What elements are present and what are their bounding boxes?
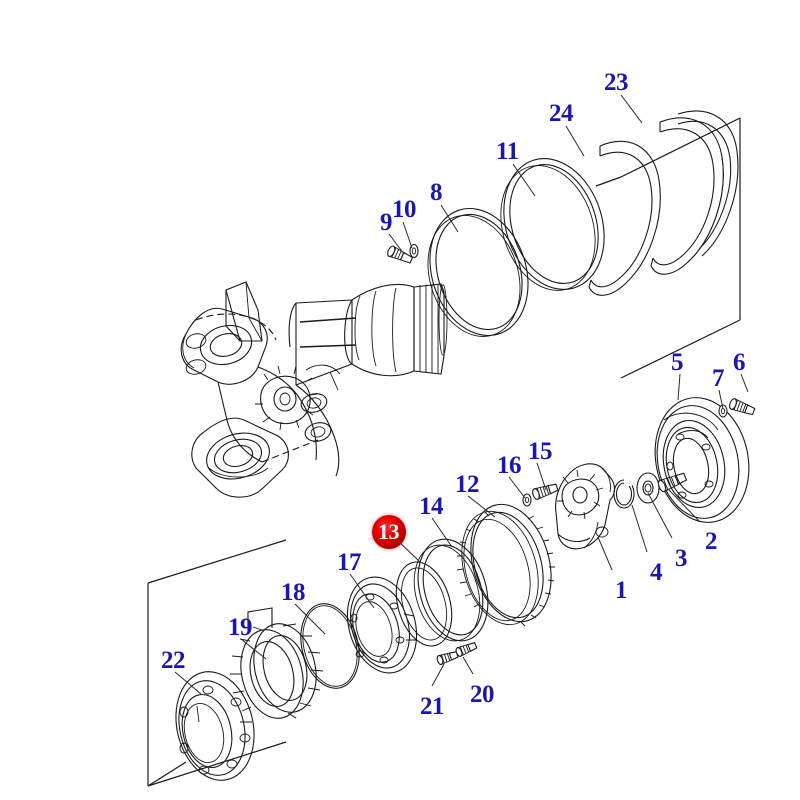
detail-spline-cluster xyxy=(255,365,318,431)
callout-4[interactable]: 4 xyxy=(650,559,663,586)
leader-line-22 xyxy=(174,671,202,695)
leader-line-16 xyxy=(508,476,526,499)
part-12-ring-gear xyxy=(456,503,555,627)
leader-line-19 xyxy=(240,638,267,660)
callout-19[interactable]: 19 xyxy=(228,614,253,641)
part-1-spindle-carrier xyxy=(555,463,616,550)
callout-21[interactable]: 21 xyxy=(420,693,445,720)
callout-17[interactable]: 17 xyxy=(337,549,362,576)
leader-line-5 xyxy=(677,373,681,401)
part-2-bolt xyxy=(657,472,688,493)
part-18-o-ring xyxy=(300,603,360,689)
part-15-bolt xyxy=(532,483,559,500)
leader-line-15 xyxy=(536,462,547,491)
part-23-split-ring xyxy=(650,117,724,275)
callout-1[interactable]: 1 xyxy=(615,577,628,604)
part-19-roller-bearing xyxy=(230,607,324,719)
callout-15[interactable]: 15 xyxy=(528,438,553,465)
part-main-axle-housing xyxy=(180,281,448,498)
part-7-washer xyxy=(718,404,728,418)
leader-line-4 xyxy=(631,504,648,553)
part-24-split-ring xyxy=(588,140,661,296)
part-6-bolt xyxy=(729,398,756,416)
callout-13-highlighted[interactable]: 13 xyxy=(372,515,406,549)
callout-23[interactable]: 23 xyxy=(604,69,629,96)
callout-14[interactable]: 14 xyxy=(419,493,444,520)
callout-22[interactable]: 22 xyxy=(161,647,186,674)
part-11-seal-ring xyxy=(500,158,605,291)
callout-18[interactable]: 18 xyxy=(281,579,306,606)
leader-line-6 xyxy=(740,373,749,393)
leader-line-12 xyxy=(467,495,496,518)
part-16-washer xyxy=(522,493,532,507)
frame-lower-left xyxy=(147,539,287,787)
callout-2[interactable]: 2 xyxy=(705,528,718,555)
callout-6[interactable]: 6 xyxy=(733,349,746,376)
callout-10[interactable]: 10 xyxy=(392,196,417,223)
part-17-bearing-hub xyxy=(346,576,418,674)
part-5-hub-cover xyxy=(654,397,750,523)
callout-12[interactable]: 12 xyxy=(455,471,480,498)
part-8-seal-ring xyxy=(427,207,529,337)
leader-line-14 xyxy=(431,517,453,548)
leader-line-23 xyxy=(620,94,643,124)
part-21-bolt xyxy=(436,651,459,665)
leader-line-8 xyxy=(440,204,459,233)
callout-7[interactable]: 7 xyxy=(712,365,725,392)
leader-line-21 xyxy=(431,663,445,687)
frame-connector-upper xyxy=(595,176,622,187)
part-9-bolt xyxy=(387,245,414,264)
part-22-bearing-cup xyxy=(175,671,255,781)
leader-line-24 xyxy=(565,125,585,157)
leader-line-18 xyxy=(294,603,326,635)
part-23-split-ring-outer xyxy=(677,110,739,257)
callout-16[interactable]: 16 xyxy=(497,452,522,479)
leader-line-2 xyxy=(667,488,701,523)
leader-line-17 xyxy=(349,573,375,609)
callout-11[interactable]: 11 xyxy=(496,138,519,165)
leader-line-1 xyxy=(597,536,613,571)
callout-24[interactable]: 24 xyxy=(549,100,574,127)
leader-line-3 xyxy=(647,492,673,539)
leader-line-11 xyxy=(512,163,536,197)
callout-5[interactable]: 5 xyxy=(671,349,684,376)
part-4-snap-ring xyxy=(613,479,635,509)
part-3-washer xyxy=(636,472,660,504)
frame-upper-right xyxy=(620,117,741,379)
callout-9[interactable]: 9 xyxy=(380,209,393,236)
callout-3[interactable]: 3 xyxy=(675,545,688,572)
callout-20[interactable]: 20 xyxy=(470,681,495,708)
part-20-bolt xyxy=(455,641,478,657)
leader-line-7 xyxy=(718,389,724,410)
leader-line-10 xyxy=(402,221,413,249)
frame-connector-lower xyxy=(147,761,187,787)
callout-8[interactable]: 8 xyxy=(430,179,443,206)
part-14-seal-ring xyxy=(413,538,489,642)
leader-line-9 xyxy=(388,233,405,255)
leader-line-20 xyxy=(462,656,474,675)
